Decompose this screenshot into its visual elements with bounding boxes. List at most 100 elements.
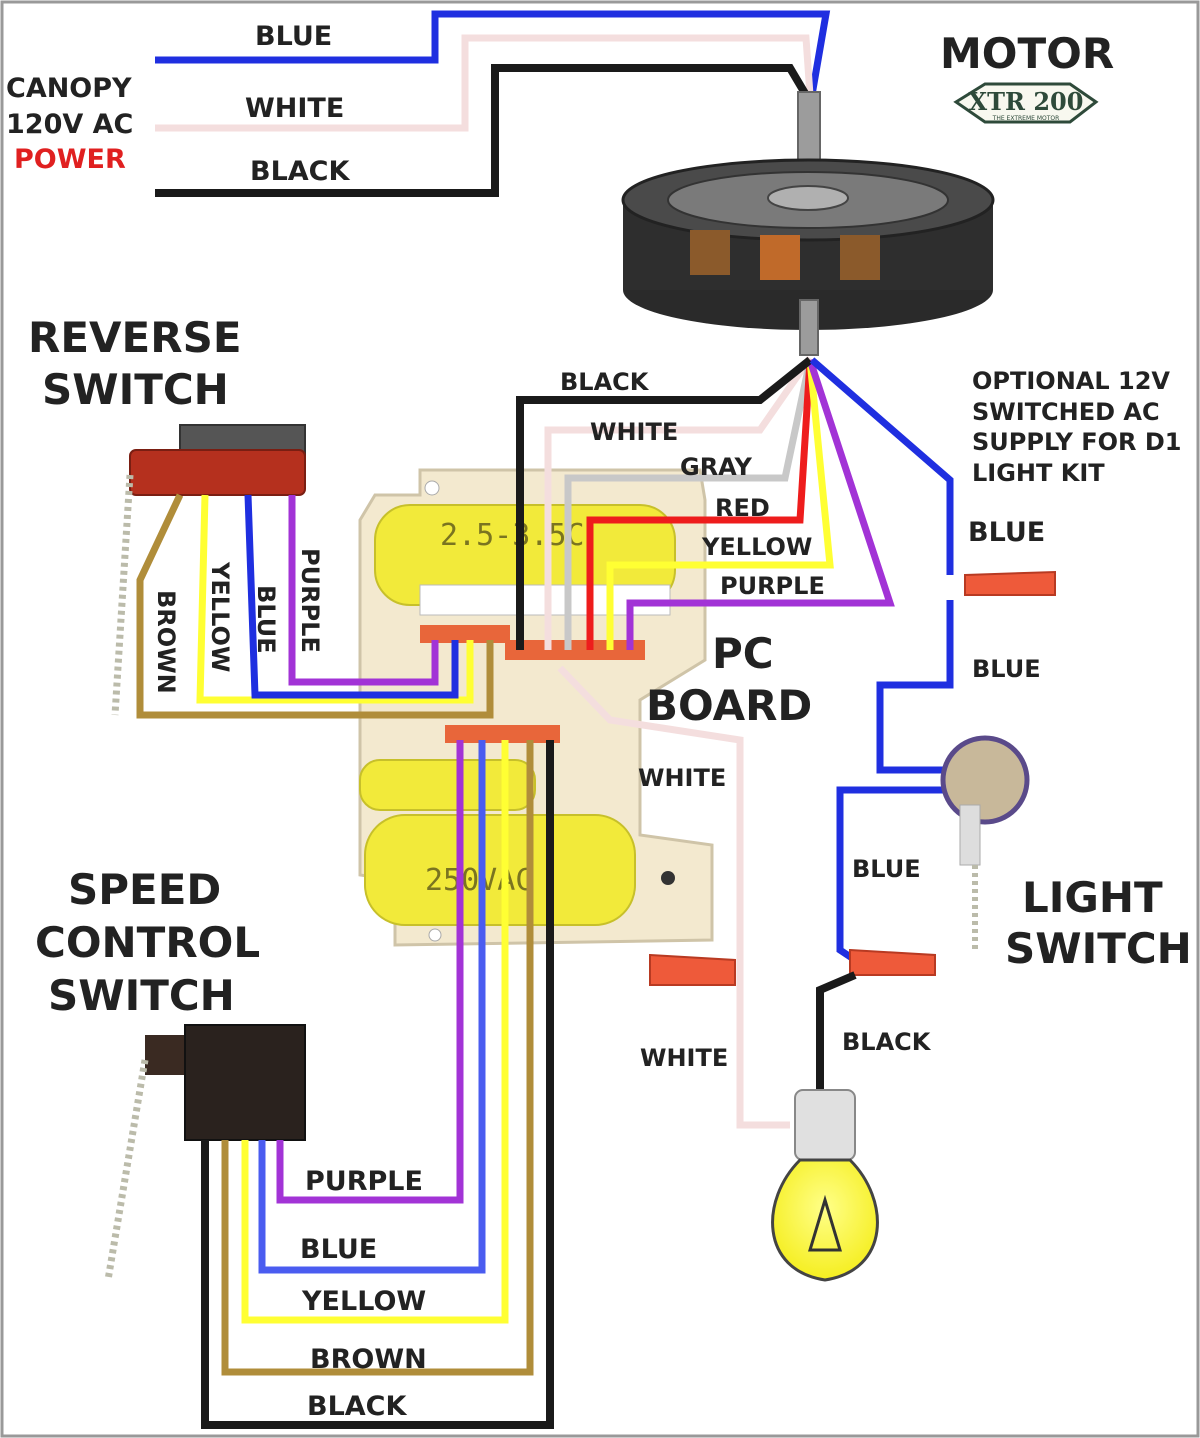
pin-header-bottom <box>445 725 560 743</box>
motor: MOTOR XTR 200 THE EXTREME MOTOR <box>621 29 1114 356</box>
speed-brown-wire <box>221 740 534 1376</box>
motor-shaft-bottom <box>799 299 819 356</box>
bulb-base <box>794 1089 856 1161</box>
bulb-filament <box>807 1194 843 1252</box>
speed-switch-line2: CONTROL <box>35 918 260 967</box>
speed-purple-label: PURPLE <box>305 1166 423 1197</box>
reverse-purple-wire <box>288 495 439 686</box>
motor-hub <box>767 185 849 211</box>
speed-control-switch <box>104 740 554 1429</box>
capacitor-top-label: 2.5-3.5C <box>440 518 585 553</box>
pc-board-line1: PC <box>712 629 774 678</box>
light-switch-body <box>940 735 1030 825</box>
motor-purple-wire <box>626 358 895 650</box>
board-hole-1 <box>424 480 440 496</box>
logo-text: XTR 200 <box>969 87 1084 116</box>
optional-line4: LIGHT KIT <box>972 459 1105 487</box>
canopy-blue-wire <box>155 10 831 96</box>
motor-yellow-label: YELLOW <box>701 533 812 561</box>
reverse-brown-wire <box>136 493 494 719</box>
pin-header-left <box>420 625 510 643</box>
canopy-line2: 120V AC <box>6 109 133 140</box>
reverse-yellow-label: YELLOW <box>206 561 234 672</box>
board-hole-2 <box>661 871 675 885</box>
motor-winding-3 <box>840 235 880 280</box>
speed-black-label: BLACK <box>307 1391 407 1422</box>
wire-nut-top <box>964 570 1056 596</box>
motor-to-board-wires <box>516 356 954 1129</box>
motor-winding-2 <box>760 235 800 280</box>
motor-yellow-wire <box>606 359 834 650</box>
motor-blue-wire <box>809 357 954 575</box>
light-blue-wire-1 <box>876 600 960 774</box>
board-hole-3 <box>428 928 442 942</box>
labels: BLUE WHITE BLACK CANOPY 120V AC POWER RE… <box>6 21 1192 1422</box>
motor-title: MOTOR <box>940 29 1114 78</box>
motor-red-wire <box>586 359 814 650</box>
light-switch-line2: SWITCH <box>1005 924 1192 973</box>
light-switch-device <box>940 735 1030 950</box>
pin-header-top <box>505 640 645 660</box>
canopy-black-wire <box>155 64 810 197</box>
motor-black-label: BLACK <box>560 368 650 396</box>
motor-gray-label: GRAY <box>680 453 752 481</box>
motor-white-label: WHITE <box>590 418 678 446</box>
canopy-wires <box>155 10 831 197</box>
reverse-blue-label: BLUE <box>252 585 280 654</box>
pc-board-line2: BOARD <box>646 681 812 730</box>
speed-brown-label: BROWN <box>310 1344 427 1375</box>
light-black-wire <box>816 971 857 1090</box>
optional-line1: OPTIONAL 12V <box>972 367 1170 395</box>
motor-purple-label: PURPLE <box>720 572 825 600</box>
optional-line3: SUPPLY FOR D1 <box>972 428 1182 456</box>
canopy-line3: POWER <box>14 144 126 175</box>
xtr-logo: XTR 200 THE EXTREME MOTOR <box>953 82 1099 124</box>
motor-gray-wire <box>564 359 814 650</box>
canopy-blue-label: BLUE <box>255 21 332 52</box>
canopy-line1: CANOPY <box>6 73 132 104</box>
motor-red-label: RED <box>715 494 770 522</box>
light-switch-line1: LIGHT <box>1022 873 1163 922</box>
light-kit <box>649 570 1056 1282</box>
reverse-yellow-wire <box>196 494 474 704</box>
optional-line2: SWITCHED AC <box>972 398 1160 426</box>
canopy-white-wire <box>155 34 814 132</box>
motor-winding-1 <box>690 230 730 275</box>
pc-board: 2.5-3.5C 250VAC <box>358 468 714 947</box>
speed-blue-label: BLUE <box>300 1234 377 1265</box>
light-white-label: WHITE <box>640 1044 728 1072</box>
capacitor-mid <box>359 759 536 811</box>
reverse-blue-wire <box>244 494 459 699</box>
speed-yellow-label: YELLOW <box>301 1286 426 1317</box>
reverse-brown-label: BROWN <box>152 590 180 694</box>
speed-black-wire <box>201 740 554 1429</box>
motor-black-wire <box>516 356 813 650</box>
light-blue-label-2: BLUE <box>972 655 1041 683</box>
reverse-switch-line1: REVERSE <box>28 313 242 362</box>
light-blue-label-3: BLUE <box>852 855 921 883</box>
pc-board-white-label: WHITE <box>638 764 726 792</box>
light-switch-pull <box>959 804 981 866</box>
light-black-label: BLACK <box>842 1028 932 1056</box>
reverse-switch-chain <box>111 474 134 716</box>
reverse-switch <box>111 424 494 719</box>
speed-switch-chain <box>104 1059 149 1281</box>
light-blue-wire-2 <box>836 786 960 963</box>
reverse-switch-body <box>129 449 306 496</box>
bulb-glass <box>771 1158 879 1282</box>
canopy-white-label: WHITE <box>245 93 344 124</box>
light-bulb <box>771 1089 879 1282</box>
reverse-purple-label: PURPLE <box>296 548 324 653</box>
motor-white-wire <box>544 356 813 650</box>
speed-yellow-wire <box>241 740 509 1324</box>
speed-purple-wire <box>276 740 464 1204</box>
board-white-wire <box>557 665 790 1129</box>
speed-blue-wire <box>258 740 486 1274</box>
speed-switch-line1: SPEED <box>68 865 221 914</box>
wire-nut-white <box>649 953 736 986</box>
reverse-switch-line2: SWITCH <box>42 365 229 414</box>
speed-switch-line3: SWITCH <box>48 971 235 1020</box>
capacitor-bottom <box>364 814 636 926</box>
light-blue-label-1: BLUE <box>968 517 1045 548</box>
